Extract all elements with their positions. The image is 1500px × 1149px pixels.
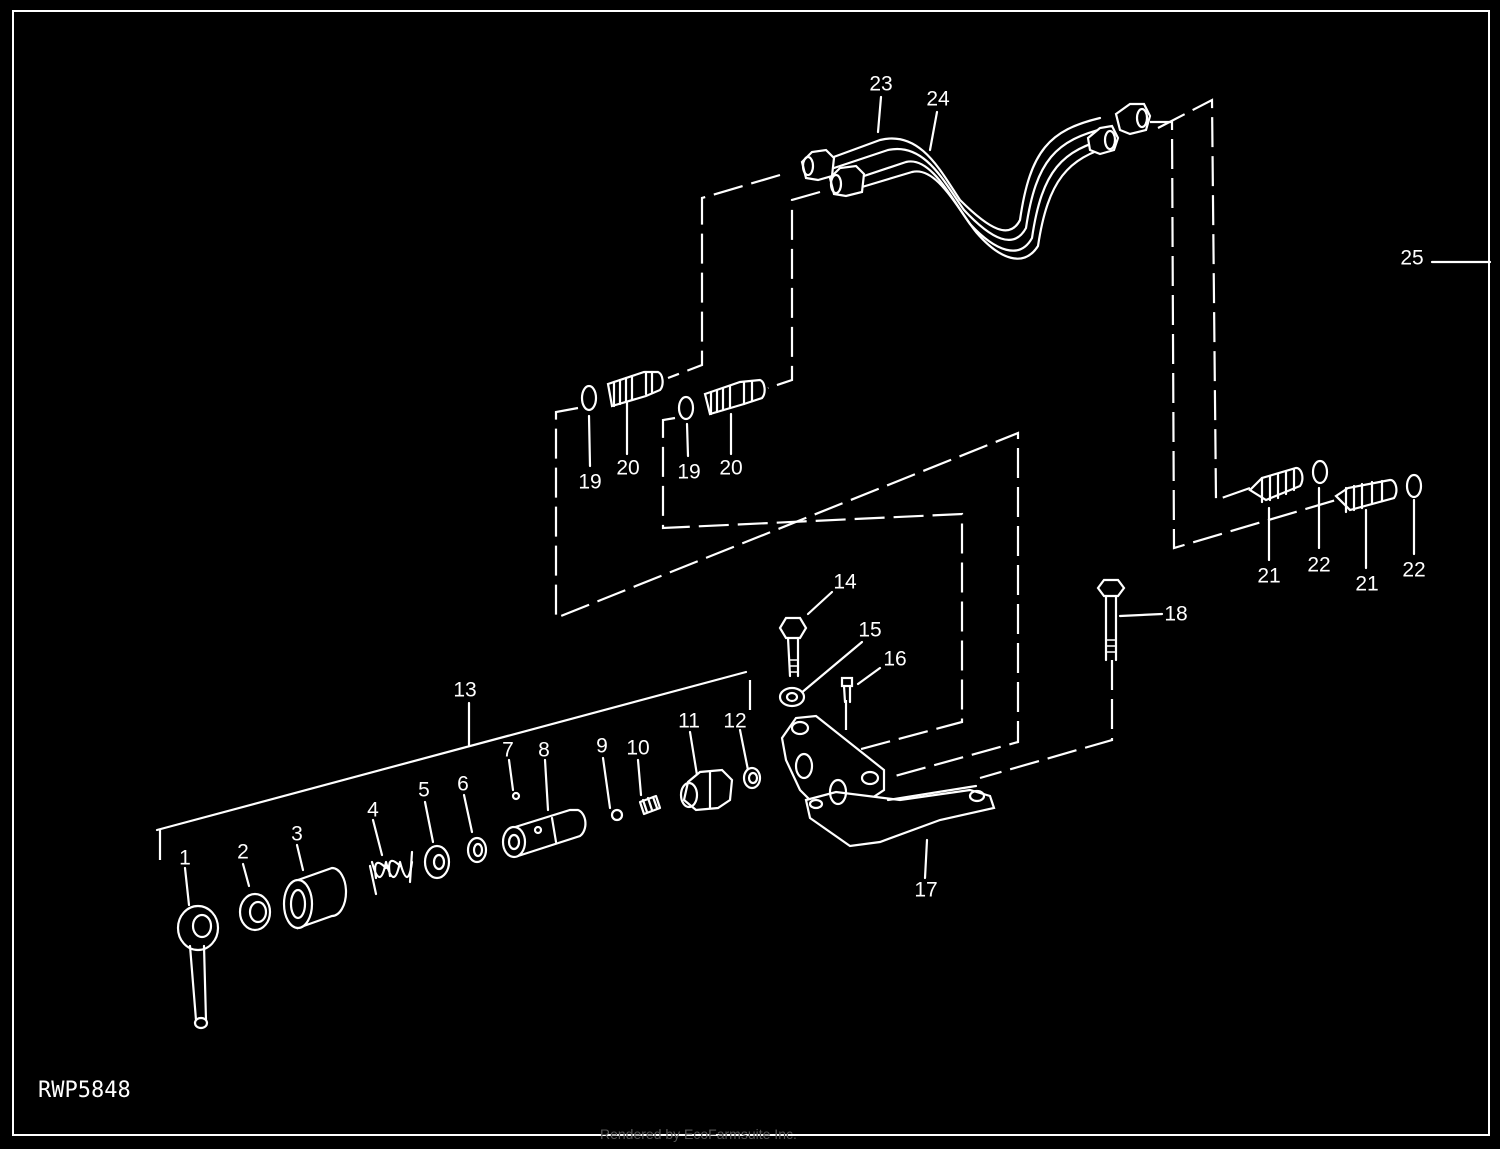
part-label-10: 10: [626, 736, 650, 760]
part-1-lever: [176, 904, 220, 1030]
part-22-o-ring-b: [1405, 473, 1423, 499]
part-label-14: 14: [833, 570, 857, 594]
part-22-o-ring-a: [1311, 459, 1329, 485]
part-5-washer: [423, 844, 451, 880]
part-label-22a: 22: [1307, 553, 1331, 577]
part-label-25: 25: [1400, 246, 1424, 270]
part-15-washer: [778, 686, 806, 708]
part-18-long-bolt: [1096, 578, 1126, 662]
drawing-code: RWP5848: [38, 1078, 131, 1103]
part-label-21b: 21: [1355, 572, 1379, 596]
part-19-o-ring-a: [580, 384, 598, 412]
part-20-fitting-b: [703, 378, 766, 416]
part-label-12: 12: [723, 709, 747, 733]
part-label-19a: 19: [578, 470, 602, 494]
part-label-18: 18: [1164, 602, 1188, 626]
part-label-21a: 21: [1257, 564, 1281, 588]
part-label-8: 8: [538, 738, 550, 762]
part-label-7: 7: [502, 738, 514, 762]
part-label-15: 15: [858, 618, 882, 642]
part-label-4: 4: [367, 798, 379, 822]
part-label-6: 6: [457, 772, 469, 796]
leader-lines: [155, 95, 1492, 907]
part-label-16: 16: [883, 647, 907, 671]
part-19-o-ring-b: [677, 395, 695, 421]
footer-credit: Rendered by EcoFarmsuite Inc.: [600, 1126, 797, 1142]
part-3-sleeve: [282, 866, 348, 930]
part-21-fitting-a: [1248, 466, 1304, 504]
diagram-frame: [12, 10, 1490, 1136]
part-label-9: 9: [596, 734, 608, 758]
part-label-24: 24: [926, 87, 950, 111]
part-label-20a: 20: [616, 456, 640, 480]
part-11-cam: [679, 768, 734, 812]
part-label-19b: 19: [677, 460, 701, 484]
part-label-1: 1: [179, 846, 191, 870]
part-label-3: 3: [291, 822, 303, 846]
part-label-23: 23: [869, 72, 893, 96]
part-17-bracket: [780, 714, 996, 848]
part-12-plug: [742, 766, 762, 790]
part-2-ring: [238, 892, 272, 932]
part-label-5: 5: [418, 778, 430, 802]
part-10-set-screw: [638, 794, 662, 816]
part-label-20b: 20: [719, 456, 743, 480]
part-4-spring: [368, 850, 414, 896]
part-label-17: 17: [914, 878, 938, 902]
part-8-plunger: [501, 808, 587, 859]
part-9-ball: [610, 808, 624, 822]
part-7-ball: [511, 791, 521, 801]
part-label-22b: 22: [1402, 558, 1426, 582]
part-21-fitting-b: [1334, 478, 1398, 514]
part-label-11: 11: [678, 709, 700, 733]
dashed-assembly-lines: [158, 98, 1337, 868]
part-label-2: 2: [237, 840, 249, 864]
part-23-24-hydraulic-tubes: [800, 102, 1152, 260]
part-label-13: 13: [453, 678, 477, 702]
part-16-screw: [840, 676, 854, 704]
part-6-o-ring: [466, 836, 488, 864]
part-20-fitting-a: [606, 370, 664, 408]
part-14-bolt: [778, 616, 808, 678]
